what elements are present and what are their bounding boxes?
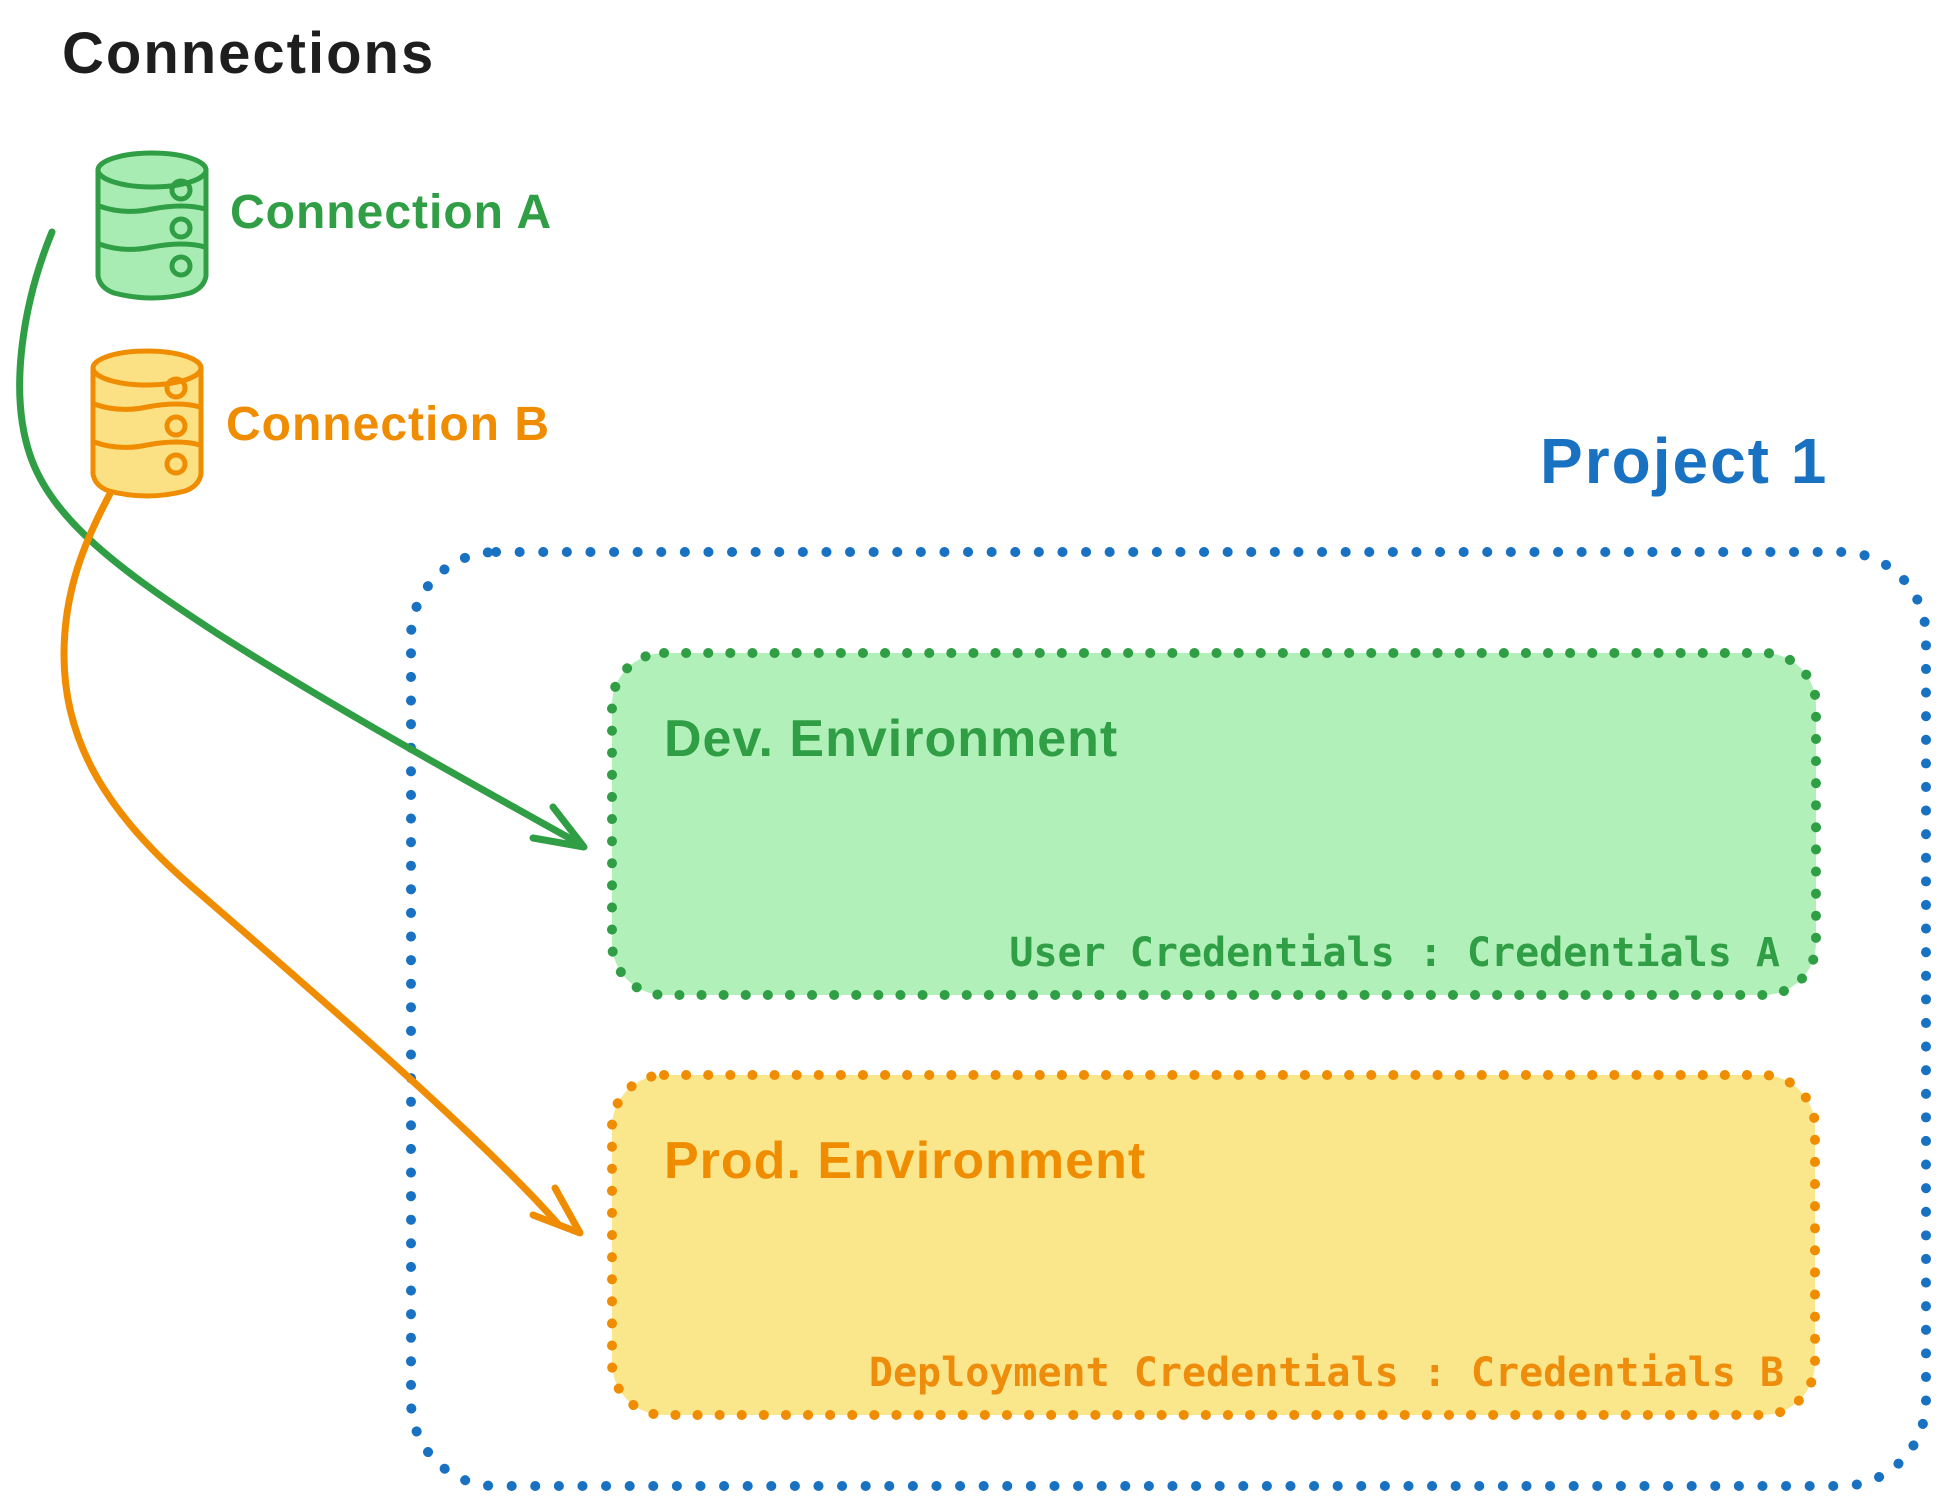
database-icon-connection-b (90, 348, 204, 499)
database-divider (96, 241, 208, 252)
database-divider (91, 439, 203, 450)
database-divider (96, 203, 208, 214)
connection-b-to-prod-arrow (60, 486, 584, 1237)
project-title: Project 1 (1540, 425, 1829, 497)
database-dot (164, 414, 188, 438)
connection-a-label: Connection A (230, 186, 553, 239)
dev-environment-credentials: User Credentials : Credentials A (1009, 930, 1780, 976)
connection-a-to-dev-arrow (16, 228, 588, 851)
database-dot (164, 376, 188, 400)
connection-b-label: Connection B (226, 398, 550, 451)
database-top (90, 348, 204, 388)
database-body (90, 365, 204, 499)
database-divider (91, 401, 203, 412)
prod-environment-credentials: Deployment Credentials : Credentials B (868, 1350, 1784, 1396)
database-dot (169, 254, 193, 278)
database-dot (169, 216, 193, 240)
connection-b-arrow-line (60, 486, 562, 1228)
prod-environment-box (607, 1070, 1820, 1420)
connection-a-arrowhead (529, 803, 588, 851)
database-dot (164, 452, 188, 476)
dev-environment-box (607, 648, 1821, 1000)
database-icon-connection-a (95, 150, 209, 301)
project-box (406, 547, 1931, 1491)
connection-a-arrow-line (16, 228, 584, 848)
database-dot (169, 178, 193, 202)
database-top (95, 150, 209, 190)
dev-environment-label: Dev. Environment (664, 710, 1119, 768)
database-body (95, 167, 209, 301)
connection-b-arrowhead (529, 1184, 584, 1237)
prod-environment-label: Prod. Environment (664, 1132, 1147, 1190)
connections-title: Connections (62, 21, 436, 86)
